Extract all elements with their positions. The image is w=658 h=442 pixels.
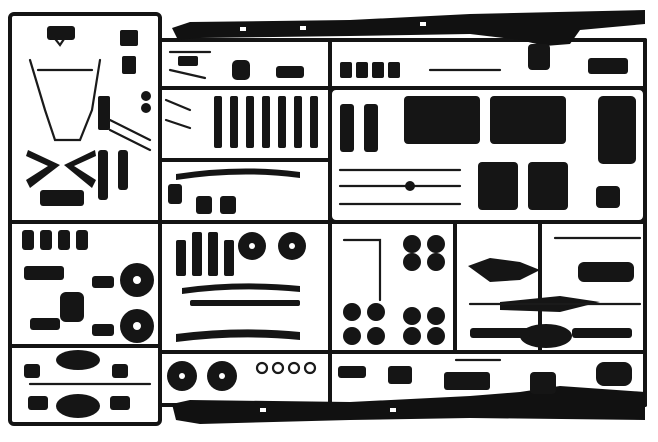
chassis-rail-bottom [172,372,645,424]
cylinder-parts [22,230,114,336]
chassis-rail-top [172,10,645,70]
leaf-spring-parts [168,168,300,342]
damper-parts [176,232,234,276]
shock-absorber-parts [164,96,318,148]
axle-parts-left [24,350,152,418]
linkage-parts [168,50,628,80]
rod-parts [338,168,620,208]
axle-parts-right [468,236,642,348]
small-rings [255,361,317,375]
wheel-hubs-left [120,263,154,343]
bracket-parts [338,358,632,390]
battery-box-parts [340,96,636,210]
brake-drum-parts [342,235,445,345]
sprue-frame [8,12,647,426]
wheel-hubs-middle [167,232,306,391]
cab-frame-part [26,26,152,206]
